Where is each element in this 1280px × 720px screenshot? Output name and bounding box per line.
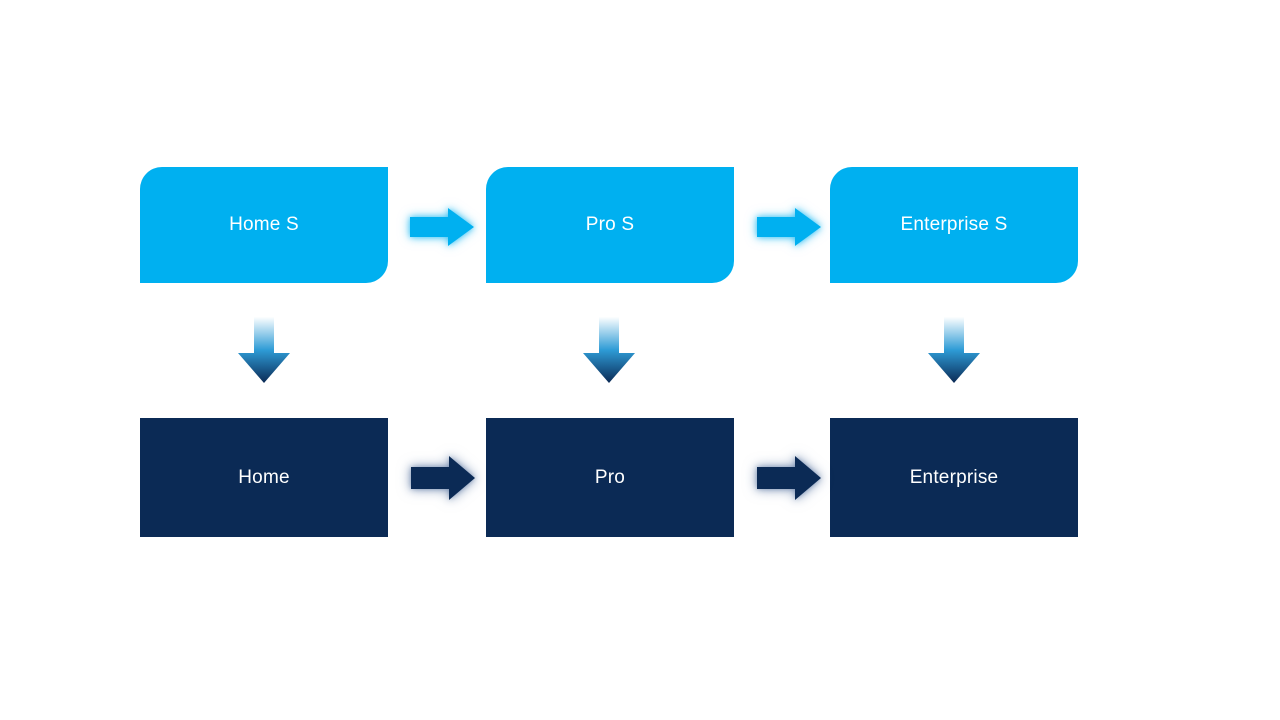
node-label: Pro	[594, 466, 626, 488]
node-label: Home S	[229, 214, 299, 235]
right-arrow-icon	[757, 208, 821, 246]
node-pro: Pro	[486, 418, 734, 537]
node-label: Enterprise	[909, 466, 999, 488]
right-arrow-icon	[410, 208, 474, 246]
node-home: Home	[140, 418, 388, 537]
node-label: Pro S	[585, 214, 635, 235]
node-home-s: Home S	[140, 167, 388, 283]
down-arrow-icon	[928, 317, 980, 383]
node-pro-s: Pro S	[486, 167, 734, 283]
node-label: Home	[238, 466, 290, 488]
down-arrow-icon	[583, 317, 635, 383]
right-arrow-icon	[757, 456, 821, 500]
down-arrow-icon	[238, 317, 290, 383]
node-enterprise-s: Enterprise S	[830, 167, 1078, 283]
node-label: Enterprise S	[900, 214, 1008, 235]
node-enterprise: Enterprise	[830, 418, 1078, 537]
right-arrow-icon	[411, 456, 475, 500]
